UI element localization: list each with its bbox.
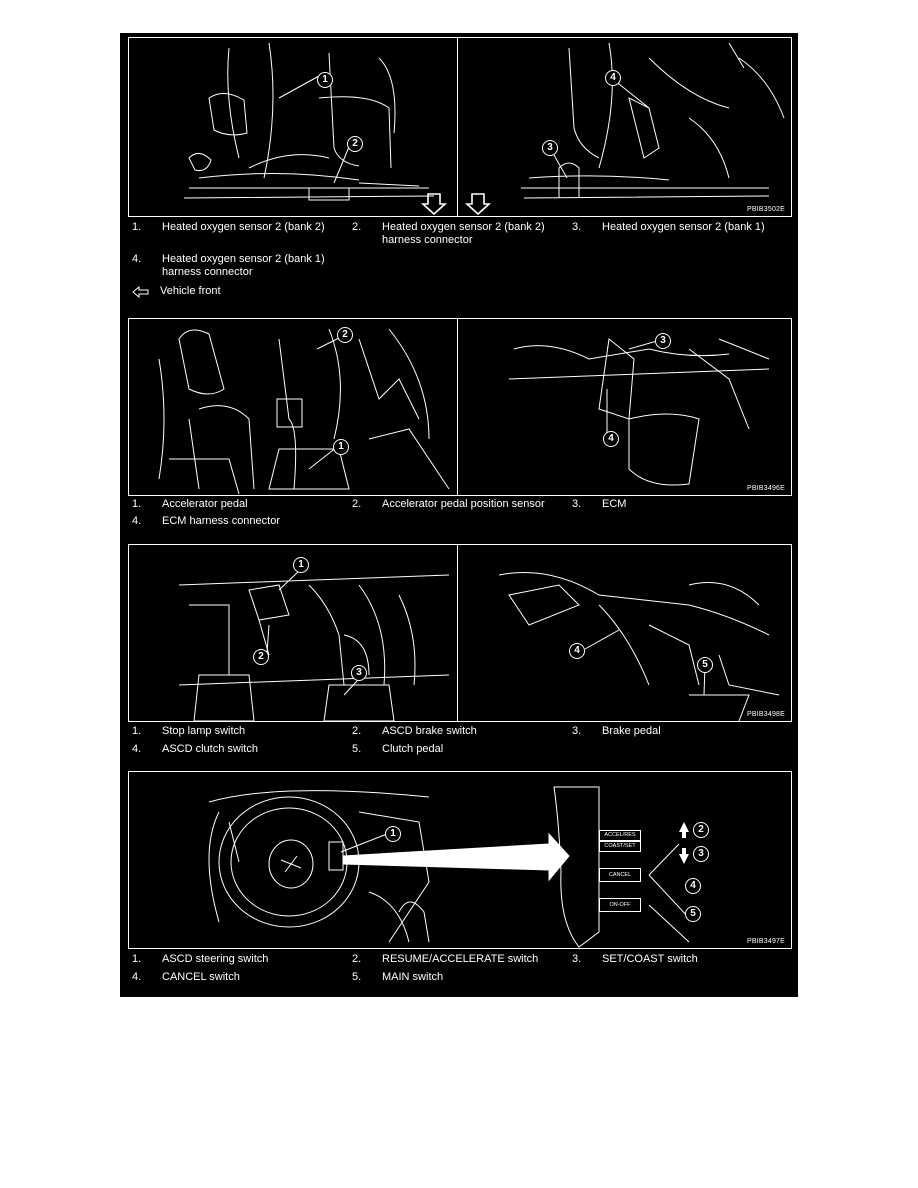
legend-figure-1: 1.Heated oxygen sensor 2 (bank 2) 2.Heat… xyxy=(132,221,765,298)
figure-code: PBIB3497E xyxy=(747,938,785,945)
callout-2: 2 xyxy=(337,327,353,343)
callout-2: 2 xyxy=(253,649,269,665)
figure-steering-switch: ACCEL/RES COAST/SET CANCEL ON-OFF 1 2 3 … xyxy=(128,771,792,949)
callout-5: 5 xyxy=(685,906,701,922)
switch-on-off: ON-OFF xyxy=(599,898,641,912)
figure-brake-clutch: 1 2 3 4 5 PBIB3498E xyxy=(128,544,792,722)
legend-figure-3: 1.Stop lamp switch 2.ASCD brake switch 3… xyxy=(132,725,661,755)
callout-3: 3 xyxy=(351,665,367,681)
callout-4: 4 xyxy=(685,878,701,894)
callout-3: 3 xyxy=(655,333,671,349)
callout-1: 1 xyxy=(317,72,333,88)
pedal-switch-illustration xyxy=(178,570,780,721)
legend-figure-4: 1.ASCD steering switch 2.RESUME/ACCELERA… xyxy=(132,953,698,983)
figure-accelerator-pedal: 1 2 3 4 PBIB3496E xyxy=(128,318,792,496)
callout-3: 3 xyxy=(693,846,709,862)
callout-3: 3 xyxy=(542,140,558,156)
figure-code: PBIB3496E xyxy=(747,485,785,492)
callout-5: 5 xyxy=(697,657,713,673)
callout-4: 4 xyxy=(569,643,585,659)
legend-figure-2: 1.Accelerator pedal 2.Accelerator pedal … xyxy=(132,498,627,527)
accelerator-illustration xyxy=(158,328,770,495)
steering-switch-illustration xyxy=(208,786,690,948)
callout-4: 4 xyxy=(603,431,619,447)
callout-1: 1 xyxy=(333,439,349,455)
vehicle-front-arrow-icon xyxy=(132,286,149,298)
figure-code: PBIB3498E xyxy=(747,711,785,718)
switch-cancel: CANCEL xyxy=(599,868,641,882)
diagram-sheet: 1 2 3 4 PBIB3502E 1.Heated oxygen sensor… xyxy=(120,33,798,997)
callout-1: 1 xyxy=(293,557,309,573)
switch-coast-set: COAST/SET xyxy=(599,841,641,852)
figure-divider xyxy=(457,545,458,721)
oxygen-sensor-illustration xyxy=(183,42,785,216)
figure-oxygen-sensors: 1 2 3 4 PBIB3502E xyxy=(128,37,792,217)
figure-code: PBIB3502E xyxy=(747,206,785,213)
switch-accel-res: ACCEL/RES xyxy=(599,830,641,841)
callout-2: 2 xyxy=(693,822,709,838)
callout-4: 4 xyxy=(605,70,621,86)
callout-2: 2 xyxy=(347,136,363,152)
figure-divider xyxy=(457,319,458,495)
callout-1: 1 xyxy=(385,826,401,842)
figure-divider xyxy=(457,38,458,216)
